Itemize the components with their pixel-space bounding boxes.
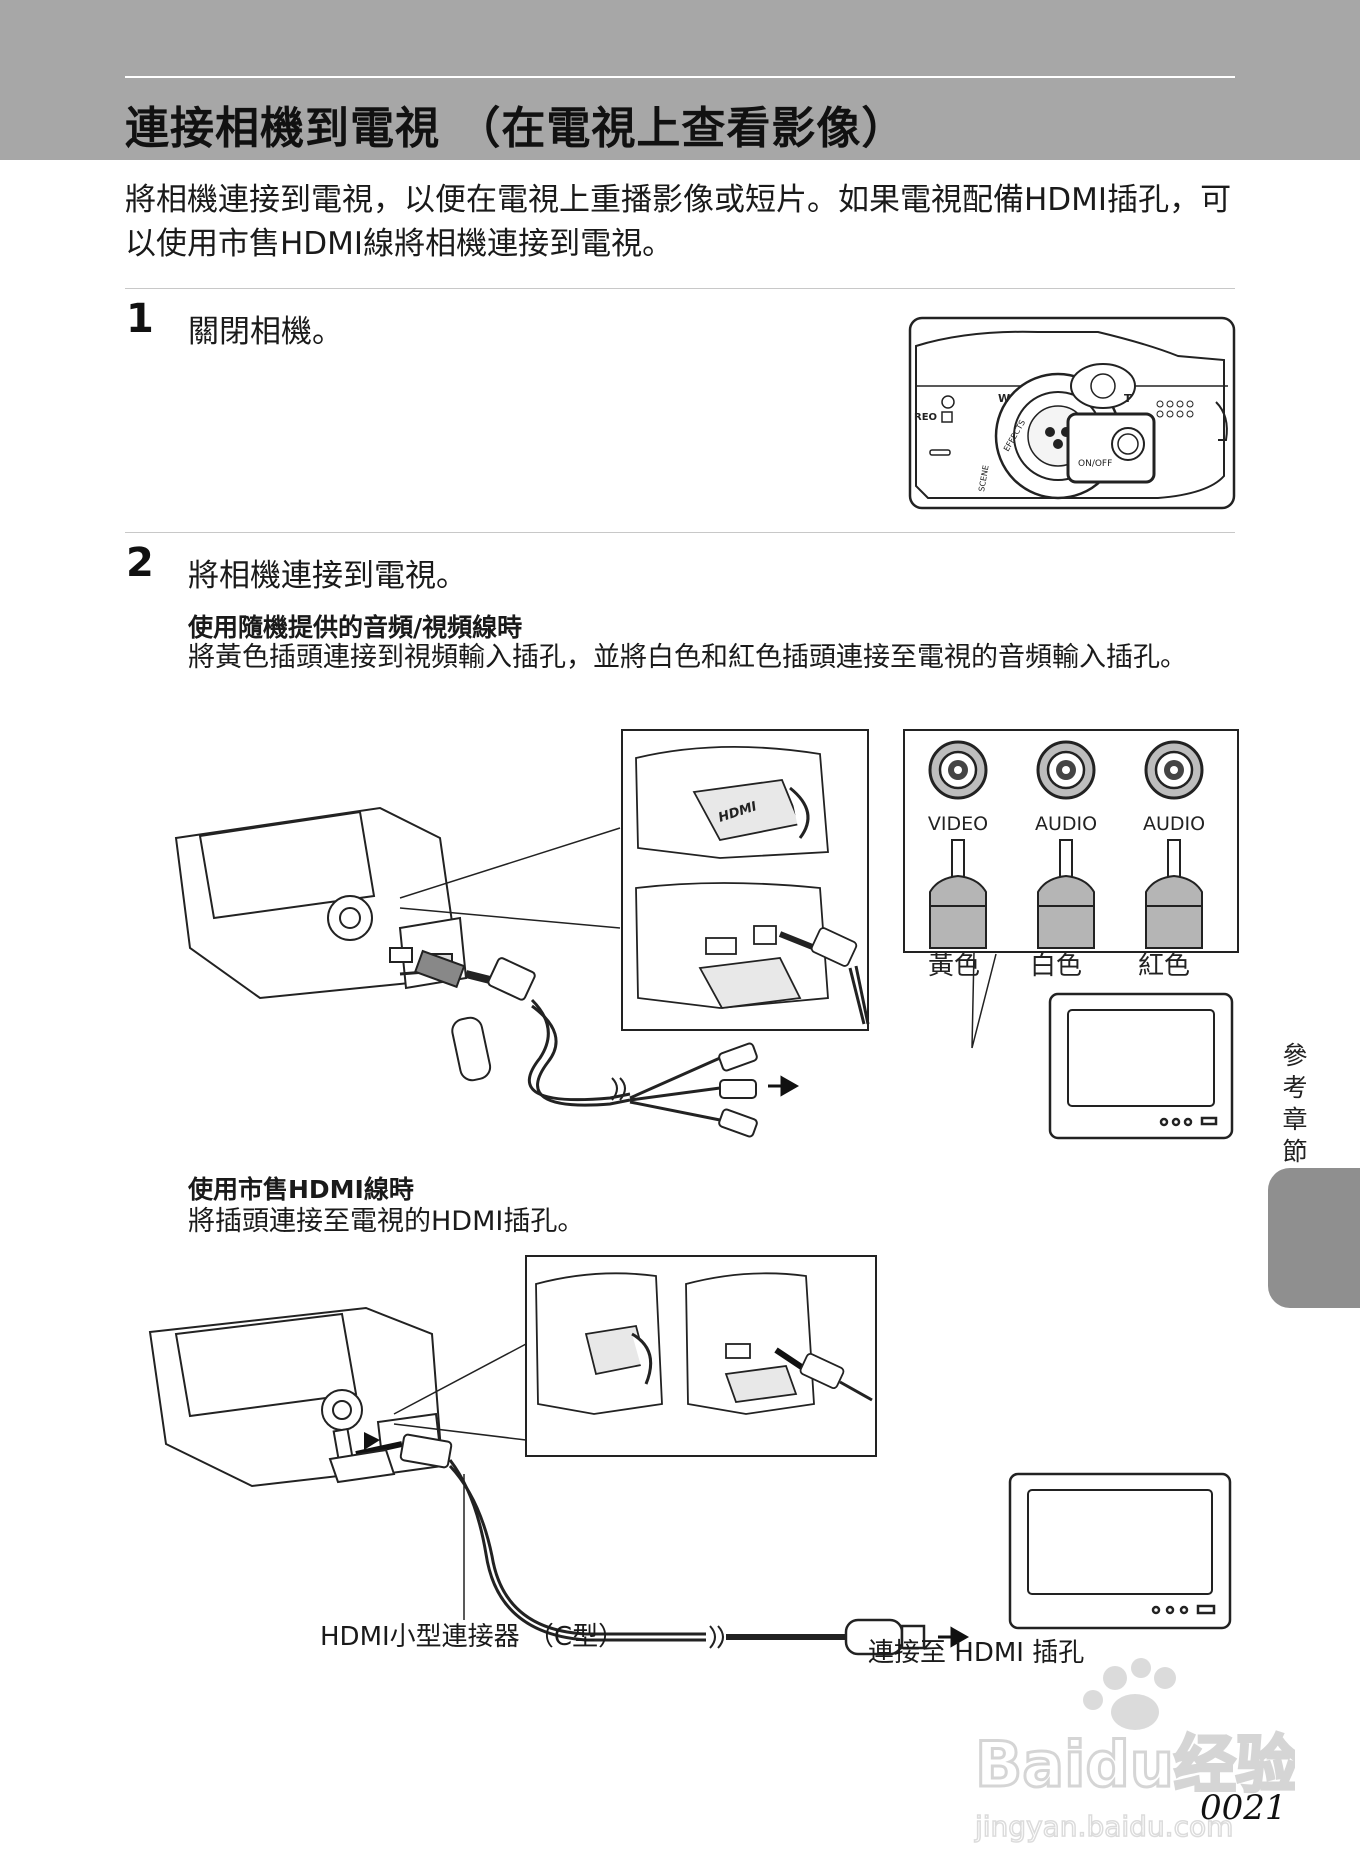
page-title: 連接相機到電視 （在電視上查看影像） <box>125 103 907 154</box>
svg-text:W: W <box>998 392 1010 405</box>
svg-text:T: T <box>1124 392 1132 405</box>
jack-label-video: VIDEO <box>928 813 988 835</box>
av-cable-instructions: 將黃色插頭連接到視頻輸入插孔，並將白色和紅色插頭連接至電視的音頻輸入插孔。 <box>188 642 1187 673</box>
av-jacks <box>928 740 1204 800</box>
color-label-white: 白色 <box>1030 951 1082 981</box>
hdmi-cable-instructions: 將插頭連接至電視的HDMI插孔。 <box>188 1206 585 1237</box>
hdmi-cable-heading: 使用市售HDMI線時 <box>188 1175 414 1204</box>
hdmi-connector-label: HDMI小型連接器 （C型） <box>320 1622 625 1652</box>
tv-hdmi-label: 連接至 HDMI 插孔 <box>868 1638 1085 1668</box>
color-label-yellow: 黃色 <box>928 951 980 981</box>
side-tab <box>1268 1168 1360 1308</box>
jack-label-audio: AUDIO <box>1143 813 1205 835</box>
intro-paragraph: 將相機連接到電視，以便在電視上重播影像或短片。如果電視配備HDMI插孔，可以使用… <box>125 182 1232 262</box>
step-number: 1 <box>126 296 154 342</box>
jack-label-audio: AUDIO <box>1035 813 1097 835</box>
watermark-url: jingyan.baidu.com <box>974 1810 1233 1843</box>
watermark-brand: Baidu经验 <box>975 1728 1295 1801</box>
step-text: 關閉相機。 <box>188 314 343 350</box>
header-band <box>0 0 1360 160</box>
divider <box>125 288 1235 289</box>
color-label-red: 紅色 <box>1138 951 1190 981</box>
step-text: 將相機連接到電視。 <box>188 558 467 594</box>
divider <box>125 532 1235 533</box>
svg-text:REO: REO <box>914 412 937 423</box>
hdmi-connection-illustration <box>148 1255 1232 1656</box>
step-number: 2 <box>126 540 154 586</box>
camera-top-illustration: ON/OFF W T REO EFFECTS SCENE <box>908 316 1236 510</box>
page-number: 0021 <box>1200 1788 1287 1828</box>
header-rule <box>125 76 1235 78</box>
tv-illustration <box>1008 1472 1232 1630</box>
baidu-watermark: Baidu经验 jingyan.baidu.com <box>973 1658 1295 1844</box>
av-cable-heading: 使用隨機提供的音頻/視頻線時 <box>188 613 523 642</box>
tv-illustration <box>1048 992 1234 1140</box>
power-button-label: ON/OFF <box>1078 459 1112 469</box>
av-connection-illustration: HDMI VIDEO AUDIO AU <box>174 729 1239 1140</box>
side-tab-label: 參考章節 <box>1282 1041 1308 1166</box>
